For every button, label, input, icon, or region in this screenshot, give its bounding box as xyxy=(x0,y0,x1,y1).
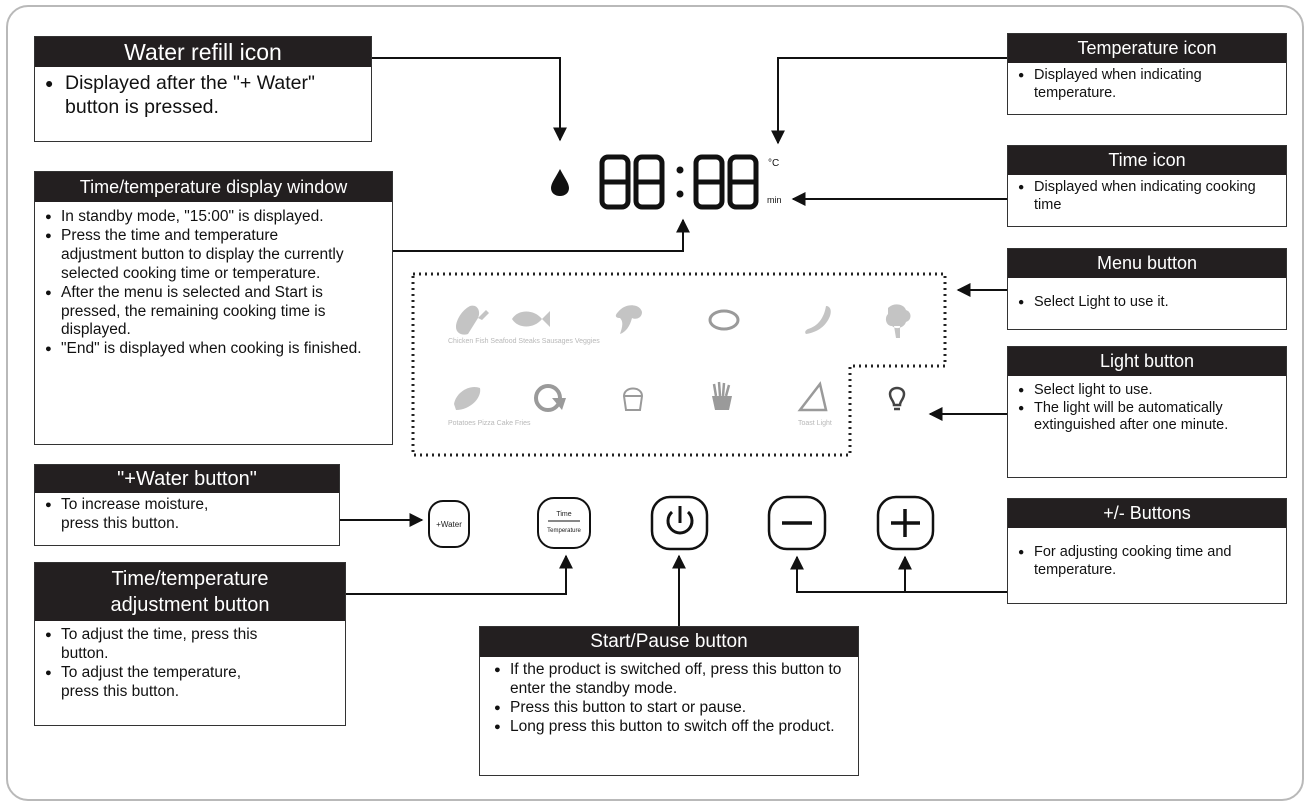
plus-icon xyxy=(891,509,920,537)
callout-item: Select light to use. xyxy=(1016,382,1282,400)
menu-icons-row2 xyxy=(454,381,828,412)
steak-icon[interactable] xyxy=(708,309,740,331)
callout-title: Menu button xyxy=(1008,249,1286,278)
display-colon-bottom xyxy=(676,190,684,198)
callout-item: In standby mode, "15:00" is displayed. xyxy=(43,208,384,227)
light-bulb-icon[interactable] xyxy=(888,386,906,411)
arrow-time-temp-button xyxy=(346,554,573,595)
plus-button[interactable] xyxy=(876,495,935,551)
callout-title: +/- Buttons xyxy=(1008,499,1286,528)
callout-item: Long press this button to switch off the… xyxy=(492,718,846,737)
leader-arrows xyxy=(340,57,1007,626)
display-window-callout: Time/temperature display window In stand… xyxy=(34,171,393,445)
water-button-label: +Water xyxy=(436,520,462,529)
callout-title: Water refill icon xyxy=(35,37,371,67)
display-colon-top xyxy=(676,166,684,174)
menu-row2-right-labels: Toast Light xyxy=(798,420,832,427)
water-refill-callout: Water refill icon Displayed after the "+… xyxy=(34,36,372,142)
pizza-slice-icon xyxy=(552,398,566,410)
potatoes-icon[interactable] xyxy=(454,386,481,410)
callout-title: Time icon xyxy=(1008,146,1286,175)
callout-title: Start/Pause button xyxy=(480,627,858,657)
plus-minus-callout: +/- Buttons For adjusting cooking time a… xyxy=(1007,498,1287,604)
callout-item: Displayed when indicating temperature. xyxy=(1016,67,1266,102)
chicken-icon[interactable] xyxy=(456,305,489,335)
callout-item: Select Light to use it. xyxy=(1016,294,1278,312)
temperature-label: Temperature xyxy=(547,528,581,534)
fries-icon[interactable] xyxy=(712,381,731,397)
toast-icon[interactable] xyxy=(797,381,828,412)
panel-frame xyxy=(6,5,1304,801)
light-button-callout: Light button Select light to use. The li… xyxy=(1007,346,1287,478)
callout-item: Press this button to start or pause. xyxy=(492,699,846,718)
arrow-display-window xyxy=(393,218,690,252)
callout-title: Time/temperature display window xyxy=(35,172,392,202)
callout-item: To adjust the time, press this button. xyxy=(43,626,275,664)
callout-item: The light will be automatically extingui… xyxy=(1016,400,1282,435)
callout-item: If the product is switched off, press th… xyxy=(492,661,846,699)
callout-title: "+Water button" xyxy=(35,465,339,493)
menu-area-outline xyxy=(411,272,947,457)
menu-icons-row1 xyxy=(456,304,911,338)
fries-box-icon xyxy=(712,396,732,410)
water-drop-icon xyxy=(551,169,569,196)
time-label: Time xyxy=(556,511,571,518)
callout-item: For adjusting cooking time and temperatu… xyxy=(1016,544,1274,579)
water-button-callout: "+Water button" To increase moisture, pr… xyxy=(34,464,340,546)
power-button[interactable] xyxy=(650,495,709,551)
veggies-icon[interactable] xyxy=(885,304,911,338)
callout-item: To increase moisture, press this button. xyxy=(43,496,229,534)
arrow-plus-minus xyxy=(790,555,1007,593)
minus-button[interactable] xyxy=(767,495,827,551)
callout-title: Time/temperature adjustment button xyxy=(35,563,345,621)
arrow-water-refill xyxy=(372,57,567,142)
callout-item: Displayed after the "+ Water" button is … xyxy=(43,72,363,120)
menu-button-callout: Menu button Select Light to use it. xyxy=(1007,248,1287,330)
callout-title: Light button xyxy=(1008,347,1286,376)
menu-row1-labels: Chicken Fish Seafood Steaks Sausages Veg… xyxy=(448,338,600,345)
time-temp-button-callout: Time/temperature adjustment button To ad… xyxy=(34,562,346,726)
time-icon-callout: Time icon Displayed when indicating cook… xyxy=(1007,145,1287,227)
start-pause-callout: Start/Pause button If the product is swi… xyxy=(479,626,859,776)
power-icon xyxy=(666,510,694,535)
temperature-icon-callout: Temperature icon Displayed when indicati… xyxy=(1007,33,1287,115)
water-button[interactable]: +Water xyxy=(428,500,470,548)
cake-icon[interactable] xyxy=(622,387,644,411)
callout-item: After the menu is selected and Start is … xyxy=(43,284,384,341)
callout-title: Temperature icon xyxy=(1008,34,1286,63)
celsius-unit: °C xyxy=(768,158,779,169)
seafood-icon[interactable] xyxy=(615,305,642,334)
menu-row2-labels: Potatoes Pizza Cake Fries xyxy=(448,420,531,427)
time-temperature-button[interactable]: Time Temperature xyxy=(537,497,591,549)
callout-item: Displayed when indicating cooking time xyxy=(1016,179,1266,214)
callout-item: "End" is displayed when cooking is finis… xyxy=(43,340,384,359)
fish-icon[interactable] xyxy=(512,311,550,327)
callout-item: Press the time and temperature adjustmen… xyxy=(43,227,384,284)
callout-item: To adjust the temperature, press this bu… xyxy=(43,664,275,702)
sausage-icon[interactable] xyxy=(805,306,831,334)
arrow-temperature-icon xyxy=(771,57,1007,145)
min-unit: min xyxy=(767,195,782,205)
digit-display xyxy=(599,154,759,210)
